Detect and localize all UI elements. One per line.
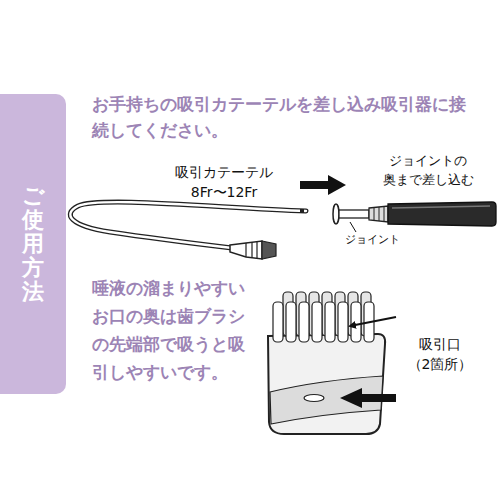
vertical-heading: ご使用方法 xyxy=(22,184,44,305)
label-text: ジョイントの 奥まで差し込む xyxy=(372,152,484,190)
insert-arrow xyxy=(300,175,346,195)
label-text: ジョイント xyxy=(332,232,412,248)
toothbrush-head xyxy=(268,292,385,434)
catheter xyxy=(70,202,306,259)
label-text: 唾液の溜まりやすいお口の奥は歯ブラシの先端部で吸うと吸引しやすいです。 xyxy=(92,274,250,386)
joint-and-suction-device xyxy=(333,202,496,226)
label-text: お手持ちの吸引カテーテルを差し込み吸引器に接続してください。 xyxy=(92,92,472,143)
side-band: ご使用方法 xyxy=(0,94,66,394)
label-text: 吸引カテーテル 8Fr〜12Fr xyxy=(168,162,280,203)
label-text: 吸引口 （2箇所） xyxy=(398,334,482,375)
port-arrows xyxy=(340,317,396,408)
leader-line xyxy=(350,222,356,232)
